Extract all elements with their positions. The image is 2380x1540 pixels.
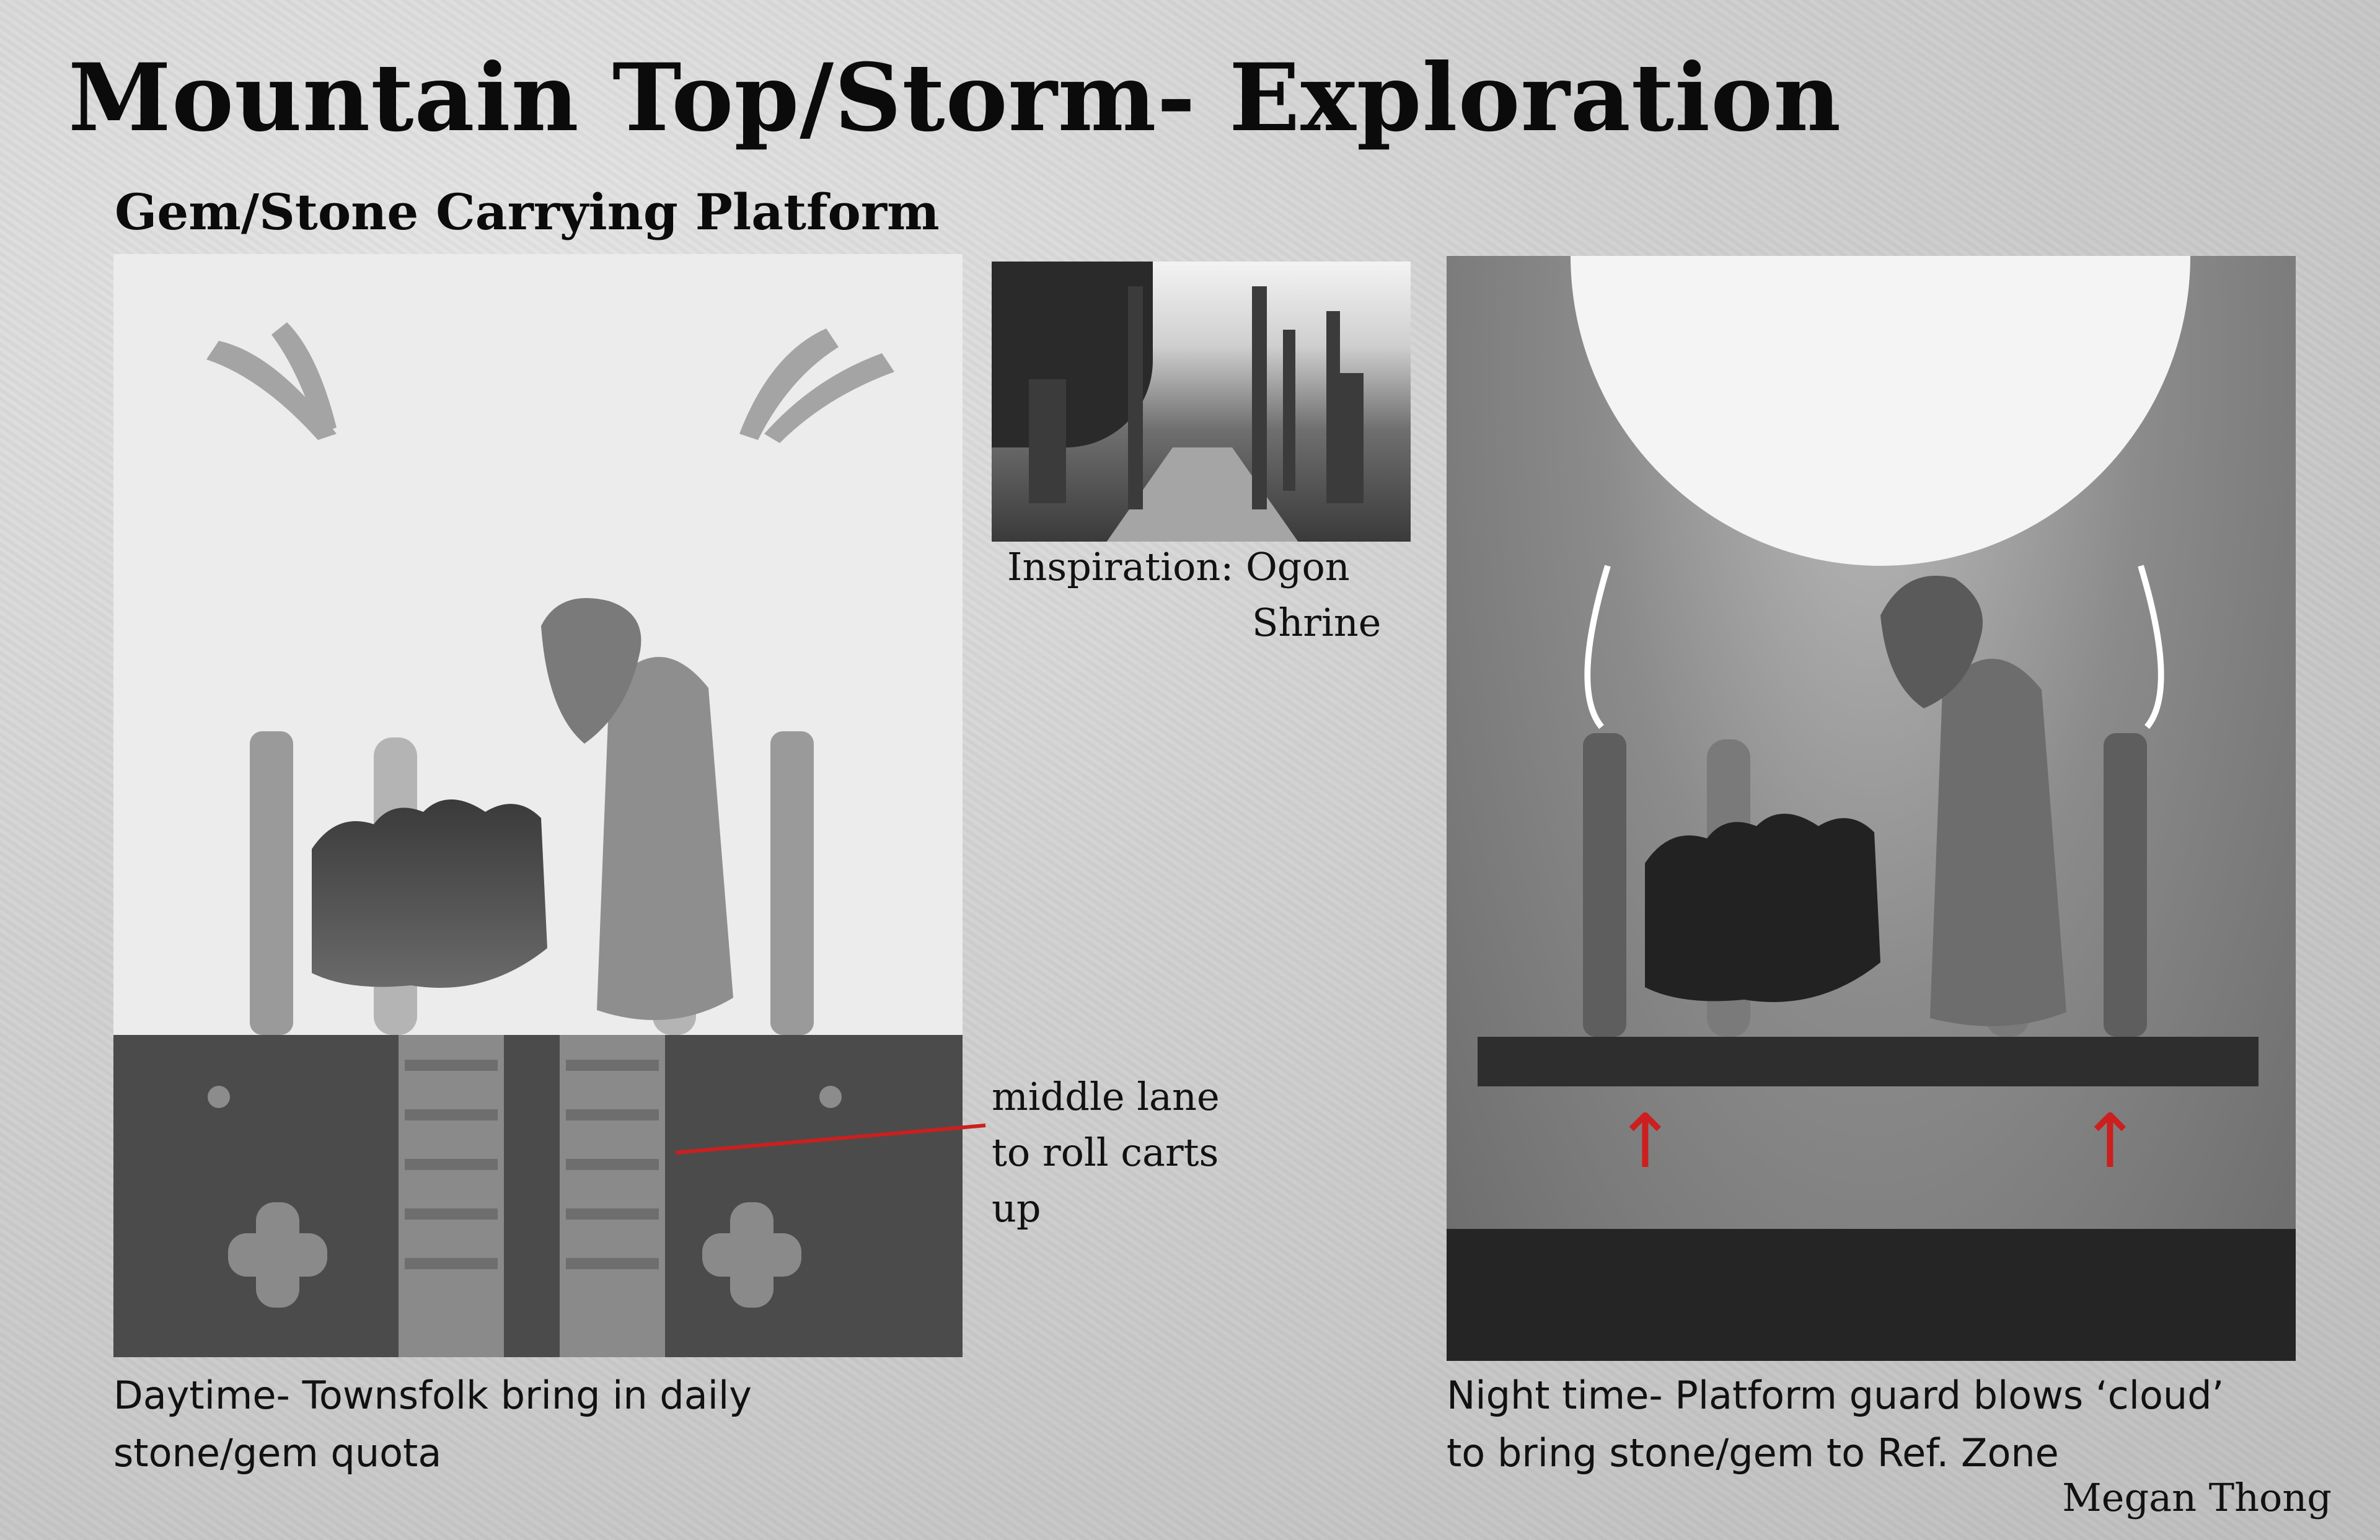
daytime-platform-base [113, 1035, 963, 1357]
night-illustration: ↑ ↑ [1447, 256, 2296, 1361]
page-subtitle: Gem/Stone Carrying Platform [115, 183, 940, 241]
night-floor [1447, 1229, 2296, 1361]
night-platform [1478, 1037, 2259, 1086]
daytime-crests-art [208, 1086, 842, 1308]
lift-arrow-icon: ↑ [1614, 1099, 1677, 1185]
inspiration-caption: Inspiration: Ogon Shrine [1007, 544, 1382, 645]
daytime-illustration [113, 254, 963, 1357]
annotation-pointer-line [675, 1124, 986, 1155]
night-pillars-art [1583, 565, 2164, 1037]
nighttime-caption: Night time- Platform guard blows ‘cloud’… [1447, 1373, 2224, 1476]
middle-lane-note: middle lane to roll carts up [992, 1074, 1220, 1231]
daytime-caption: Daytime- Townsfolk bring in daily stone/… [113, 1373, 752, 1476]
lift-arrow-icon: ↑ [2079, 1099, 2141, 1185]
author-credit: Megan Thong [2062, 1475, 2332, 1520]
page-title: Mountain Top/Storm- Exploration [68, 43, 1842, 152]
cart-lane-left [399, 1035, 504, 1357]
daytime-pillars-art [206, 322, 894, 1035]
cart-lane-right [560, 1035, 665, 1357]
inspiration-photo [992, 262, 1411, 542]
